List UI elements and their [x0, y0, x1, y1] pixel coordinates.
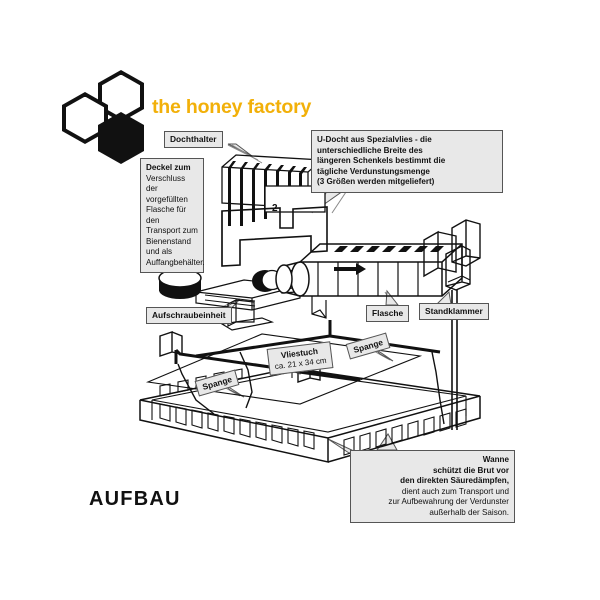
- callout-deckel-line: Transport zum: [146, 226, 198, 236]
- callout-deckel-lead: Deckel zum: [146, 163, 191, 172]
- brand-logo: the honey factory: [62, 70, 332, 164]
- u-docht-part: [221, 206, 328, 267]
- callout-deckel-line: Flasche für den: [146, 205, 187, 225]
- callout-wanne-line: den direkten Säuredämpfen,: [400, 476, 509, 486]
- callout-wanne-line: schützt die Brut vor: [433, 465, 509, 475]
- wick-number-annotation: 2: [272, 203, 278, 214]
- callout-deckel-line: Auffangbehälter.: [146, 257, 205, 267]
- callout-u-docht-line: unterschiedliche Breite des: [317, 145, 423, 155]
- callout-deckel-line: vorgefüllten: [146, 194, 188, 204]
- callout-deckel-line: und als: [146, 247, 173, 257]
- page-title: AUFBAU: [89, 488, 181, 510]
- callout-wanne-line: dient auch zum Transport und: [401, 486, 509, 496]
- callout-dochthalter: Dochthalter: [164, 131, 223, 148]
- callout-u-docht-line: U-Docht aus Spezialvlies - die: [317, 135, 432, 144]
- brand-name: the honey factory: [152, 96, 312, 118]
- dochthalter-part: [221, 154, 326, 226]
- callout-deckel: Deckel zum Verschluss der vorgefüllten F…: [140, 158, 205, 274]
- vliestuch-part: [145, 333, 423, 405]
- callout-deckel-line: Verschluss der: [146, 173, 186, 194]
- callout-u-docht-line: (3 Größen werden mitgeliefert): [317, 177, 435, 187]
- callout-flasche: Flasche: [366, 305, 410, 322]
- callout-wanne: Wanne schützt die Brut vor den direkten …: [350, 450, 515, 524]
- assembly-arrow-right: [334, 263, 366, 275]
- callout-u-docht-line: tägliche Verdunstungsmenge: [317, 166, 430, 176]
- deckel-cap-part: [158, 268, 202, 299]
- callout-deckel-line: Bienenstand: [146, 236, 192, 246]
- wanne-tray-part: [139, 367, 481, 463]
- callout-wanne-line: Wanne: [482, 455, 509, 464]
- callout-wanne-line: zur Aufbewahrung der Verdunster: [388, 497, 509, 507]
- standklammer-part: [423, 219, 481, 430]
- callout-standklammer: Standklammer: [419, 303, 489, 320]
- callout-wanne-line: außerhalb der Saison.: [429, 507, 509, 517]
- callout-u-docht-line: längeren Schenkels bestimmt die: [317, 156, 446, 166]
- callout-aufschraubeinheit: Aufschraubeinheit: [146, 307, 232, 324]
- callout-u-docht: U-Docht aus Spezialvlies - die unterschi…: [311, 130, 503, 193]
